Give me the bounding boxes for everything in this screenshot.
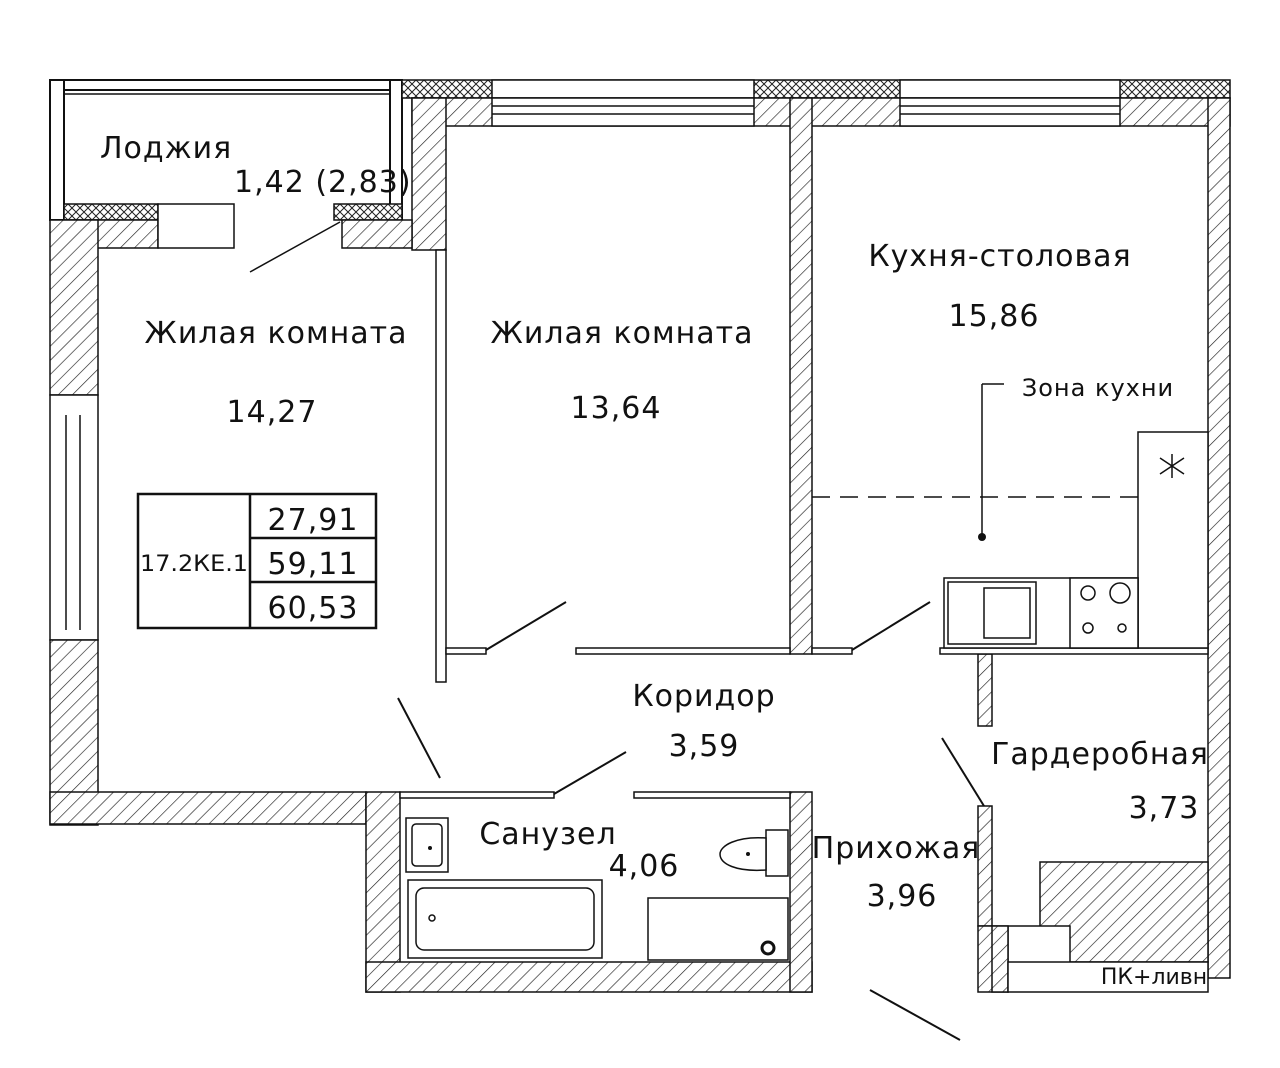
living-room-2-area: 13,64 xyxy=(571,391,662,426)
washbasin-icon xyxy=(405,817,449,873)
info-box-area-2: 59,11 xyxy=(268,547,359,582)
bathroom-name: Санузел xyxy=(479,817,616,852)
living-room-1-name: Жилая комната xyxy=(145,316,408,351)
info-box-area-1: 27,91 xyxy=(268,503,359,538)
bathtub-icon xyxy=(407,879,603,959)
living-room-2-name: Жилая комната xyxy=(491,316,754,351)
ventilation-icon xyxy=(1159,454,1185,478)
windows xyxy=(65,105,1120,630)
room-labels: Лоджия 1,42 (2,83) Жилая комната 14,27 Ж… xyxy=(100,131,1209,990)
doors xyxy=(397,601,985,1041)
info-box-area-3: 60,53 xyxy=(268,591,359,626)
toilet-icon xyxy=(719,829,789,877)
loggia-area: 1,42 (2,83) xyxy=(234,165,412,200)
hallway-area: 3,96 xyxy=(867,879,938,914)
info-box: 17.2КЕ.1 27,91 59,11 60,53 xyxy=(136,492,378,630)
corridor-area: 3,59 xyxy=(669,729,740,764)
info-box-code: 17.2КЕ.1 xyxy=(140,552,248,577)
bathroom-area: 4,06 xyxy=(609,849,680,884)
loggia-leader-line xyxy=(249,221,341,273)
loggia-glazing xyxy=(63,93,390,204)
drain-icon xyxy=(760,940,776,956)
walls xyxy=(49,79,1231,993)
kitchen-zone-name: Зона кухни xyxy=(1022,374,1174,402)
kitchen-area: 15,86 xyxy=(949,299,1040,334)
corridor-name: Коридор xyxy=(632,679,775,714)
living-room-1-area: 14,27 xyxy=(227,395,318,430)
bathroom-fixtures xyxy=(405,817,789,961)
loggia-name: Лоджия xyxy=(100,131,232,166)
stove-icon xyxy=(1069,577,1139,649)
wardrobe-area: 3,73 xyxy=(1129,791,1200,826)
hallway-name: Прихожая xyxy=(812,831,981,866)
kitchen-zone-point xyxy=(978,533,986,541)
wardrobe-name: Гардеробная xyxy=(991,737,1209,772)
kitchen-name: Кухня-столовая xyxy=(868,239,1131,274)
pk-label: ПК+ливн xyxy=(1101,965,1207,990)
kitchen-fixtures xyxy=(812,383,1209,649)
